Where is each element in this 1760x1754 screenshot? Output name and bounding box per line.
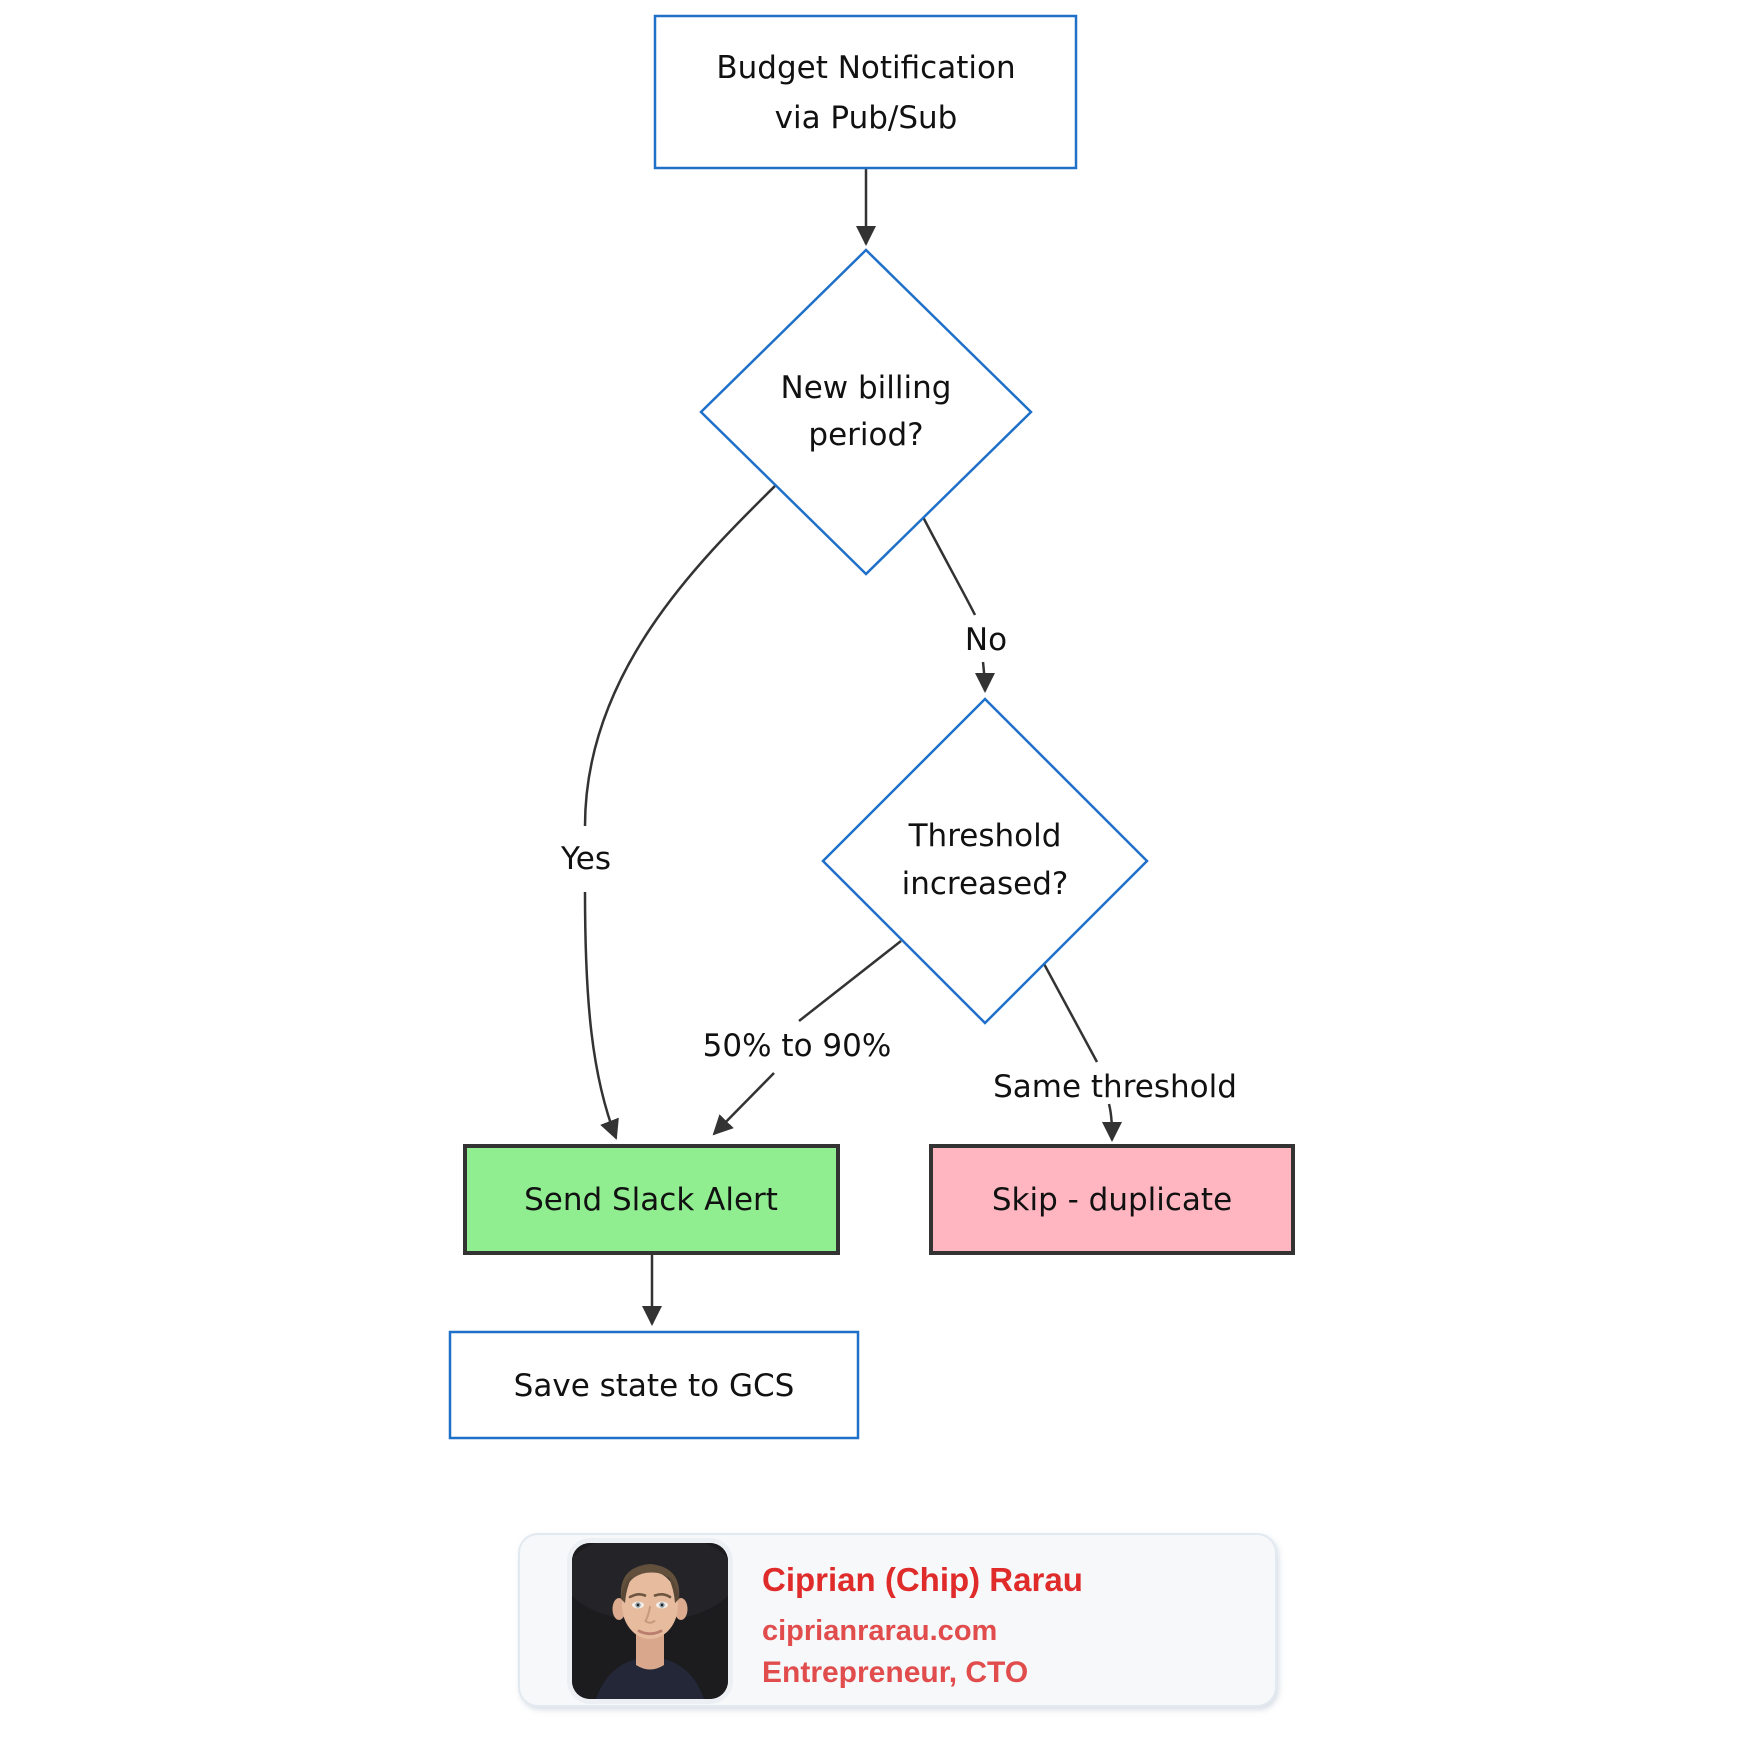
edge-50-90-segment-2: [712, 1072, 775, 1136]
decision-threshold-line2: increased?: [902, 866, 1069, 902]
author-name: Ciprian (Chip) Rarau: [762, 1561, 1083, 1598]
node-budget-notification: [653, 14, 1078, 170]
edge-no-segment-2: [974, 661, 995, 693]
edge-label-yes: Yes: [560, 841, 611, 877]
author-job-title: Entrepreneur, CTO: [762, 1656, 1029, 1689]
flowchart-canvas: Yes No 50% to 90% Same threshold Budget …: [448, 14, 1295, 1440]
decision-new-billing-line2: period?: [808, 417, 923, 453]
edge-label-no: No: [965, 622, 1007, 658]
decision-new-billing-line1: New billing: [781, 370, 952, 406]
author-portrait-illustration: [572, 1543, 728, 1699]
decision-new-billing-period: [699, 248, 1033, 576]
decision-threshold-increased: [821, 697, 1149, 1025]
edge-yes-segment-1: [583, 483, 778, 827]
node-budget-notification-line2: via Pub/Sub: [775, 100, 958, 136]
edge-50-90-segment-1: [798, 940, 902, 1022]
edge-same-threshold-segment-2: [1101, 1103, 1122, 1142]
node-send-slack-alert: [463, 1144, 840, 1255]
edge-no-segment-1: [921, 516, 977, 616]
decision-threshold-line1: Threshold: [908, 818, 1062, 854]
author-website: ciprianrarau.com: [762, 1615, 998, 1647]
node-budget-notification-line1: Budget Notification: [716, 50, 1015, 86]
node-send-slack-alert-label: Send Slack Alert: [524, 1182, 778, 1218]
edge-label-50-to-90: 50% to 90%: [703, 1028, 892, 1064]
author-avatar: [572, 1543, 728, 1699]
node-skip-duplicate: [929, 1144, 1295, 1255]
node-save-state-gcs: [448, 1330, 860, 1440]
edge-same-threshold-segment-1: [1041, 961, 1099, 1063]
author-card: Ciprian (Chip) Rarau ciprianrarau.com En…: [518, 1533, 1277, 1707]
node-skip-duplicate-label: Skip - duplicate: [992, 1182, 1232, 1218]
node-save-state-gcs-label: Save state to GCS: [514, 1368, 795, 1404]
edge-label-same-threshold: Same threshold: [993, 1069, 1237, 1105]
edge-yes-segment-2: [583, 891, 619, 1140]
